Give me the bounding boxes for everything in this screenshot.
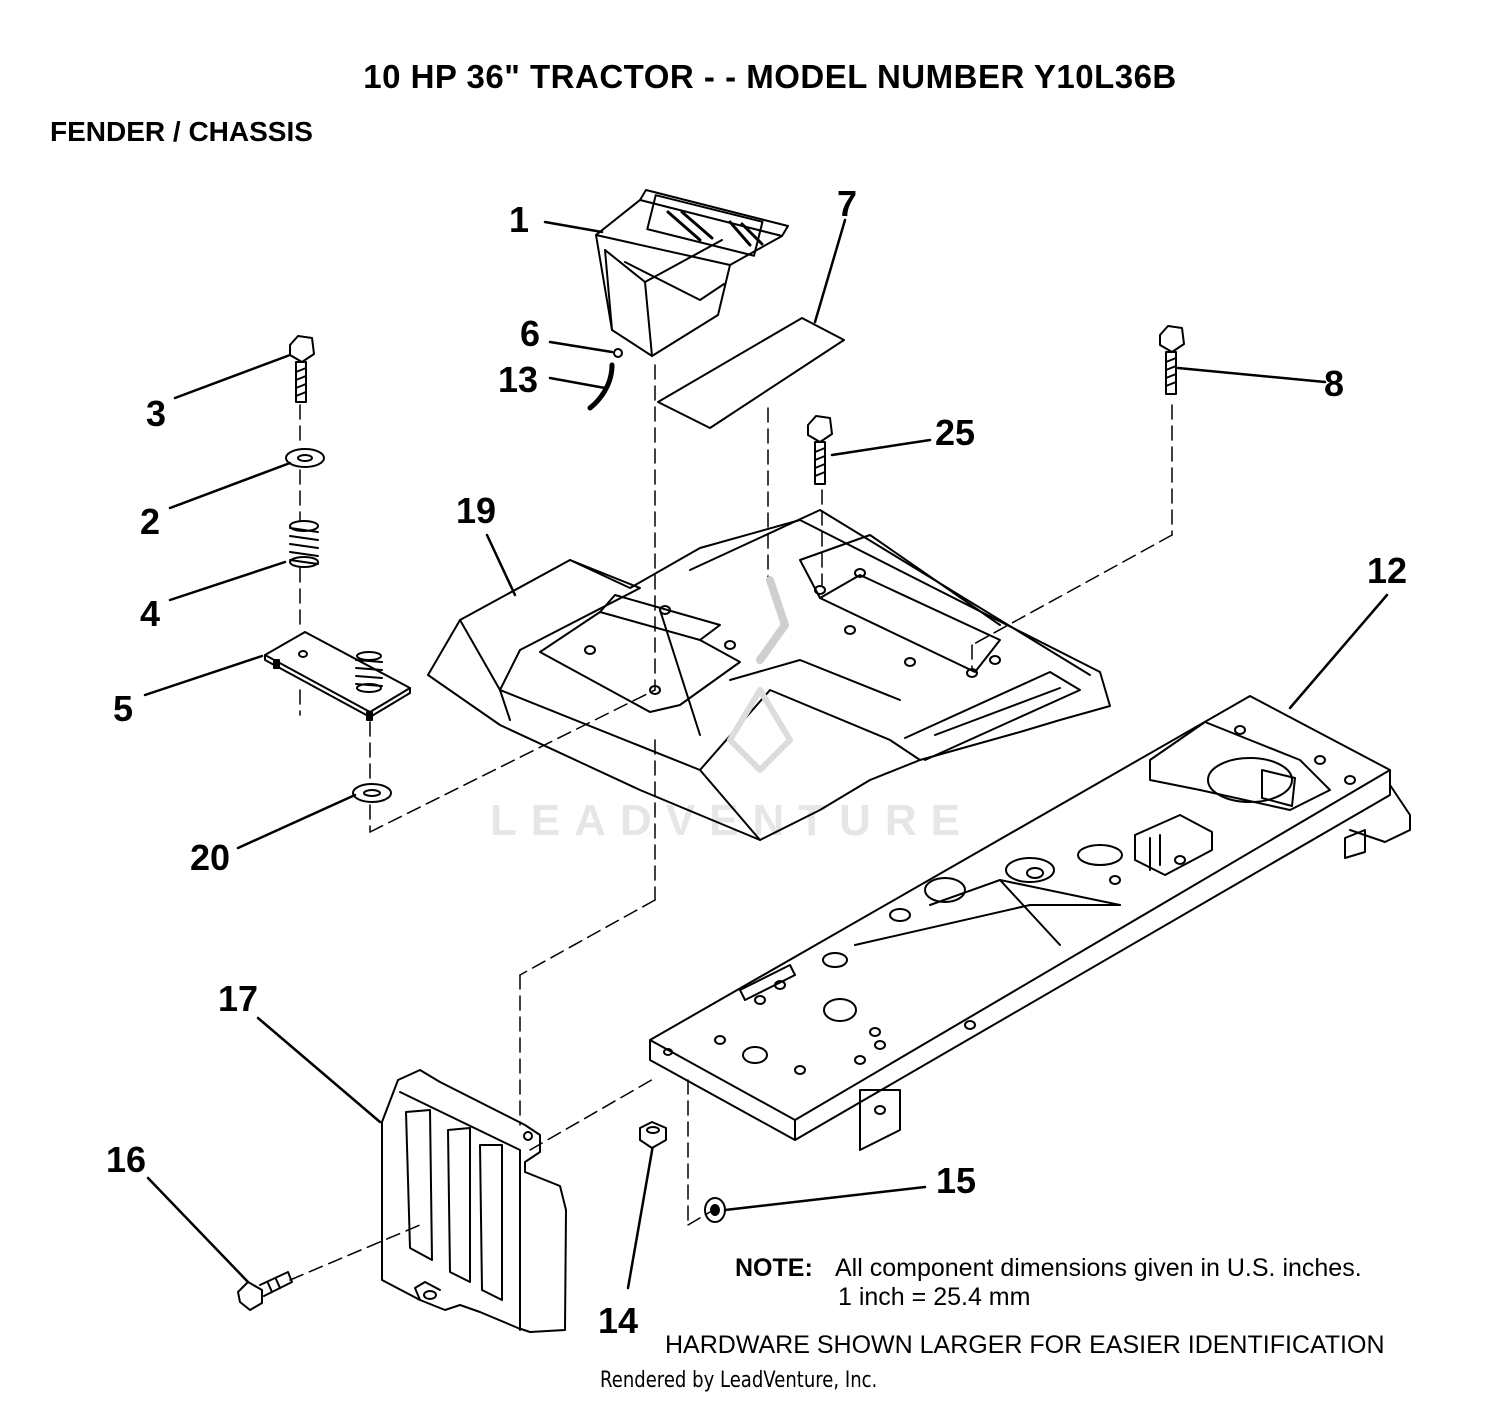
washer-20 xyxy=(352,783,392,803)
bolt-8 xyxy=(1159,325,1185,395)
page-title: 10 HP 36" TRACTOR - - MODEL NUMBER Y10L3… xyxy=(363,58,1177,95)
section-title: FENDER / CHASSIS xyxy=(50,116,313,147)
bracket-17 xyxy=(381,1069,567,1333)
bolt-16 xyxy=(237,1271,293,1311)
note-line-1: All component dimensions given in U.S. i… xyxy=(835,1254,1362,1282)
callout-14: 14 xyxy=(598,1300,639,1341)
nut-15 xyxy=(704,1197,726,1223)
callout-7: 7 xyxy=(837,183,858,224)
callout-17: 17 xyxy=(218,978,259,1019)
fender-19 xyxy=(427,509,1111,841)
callout-4: 4 xyxy=(140,593,161,634)
plate-5 xyxy=(264,631,411,721)
dimension-note: NOTE: All component dimensions given in U… xyxy=(735,1254,1362,1312)
note-line-2: 1 inch = 25.4 mm xyxy=(838,1283,1031,1311)
bolt-3 xyxy=(289,335,315,403)
callout-8: 8 xyxy=(1324,363,1345,404)
callout-13: 13 xyxy=(498,359,539,400)
bolt-25 xyxy=(807,415,833,485)
callout-5: 5 xyxy=(113,688,134,729)
note-label: NOTE: xyxy=(735,1254,813,1282)
callout-3: 3 xyxy=(146,393,167,434)
frame-12 xyxy=(649,695,1411,1151)
callout-2: 2 xyxy=(140,501,161,542)
callout-6: 6 xyxy=(520,313,541,354)
leadventure-watermark: LEADVENTURE xyxy=(490,796,975,845)
callout-20: 20 xyxy=(190,837,231,878)
spring-4 xyxy=(289,520,319,568)
callout-25: 25 xyxy=(935,412,976,453)
hardware-note: HARDWARE SHOWN LARGER FOR EASIER IDENTIF… xyxy=(665,1331,1385,1359)
callout-15: 15 xyxy=(936,1160,977,1201)
nut-14 xyxy=(639,1121,667,1149)
decal xyxy=(657,317,845,429)
callout-19: 19 xyxy=(456,490,497,531)
callout-16: 16 xyxy=(106,1139,147,1180)
callout-12: 12 xyxy=(1367,550,1408,591)
callout-1: 1 xyxy=(509,199,530,240)
tray-clip xyxy=(613,348,623,358)
drain-tube xyxy=(587,362,615,411)
washer-2 xyxy=(285,448,325,468)
storage-tray xyxy=(595,189,789,357)
leader-lines xyxy=(143,218,1389,1290)
rendered-by-credit: Rendered by LeadVenture, Inc. xyxy=(600,1368,878,1393)
alignment-lines xyxy=(289,364,1173,1281)
